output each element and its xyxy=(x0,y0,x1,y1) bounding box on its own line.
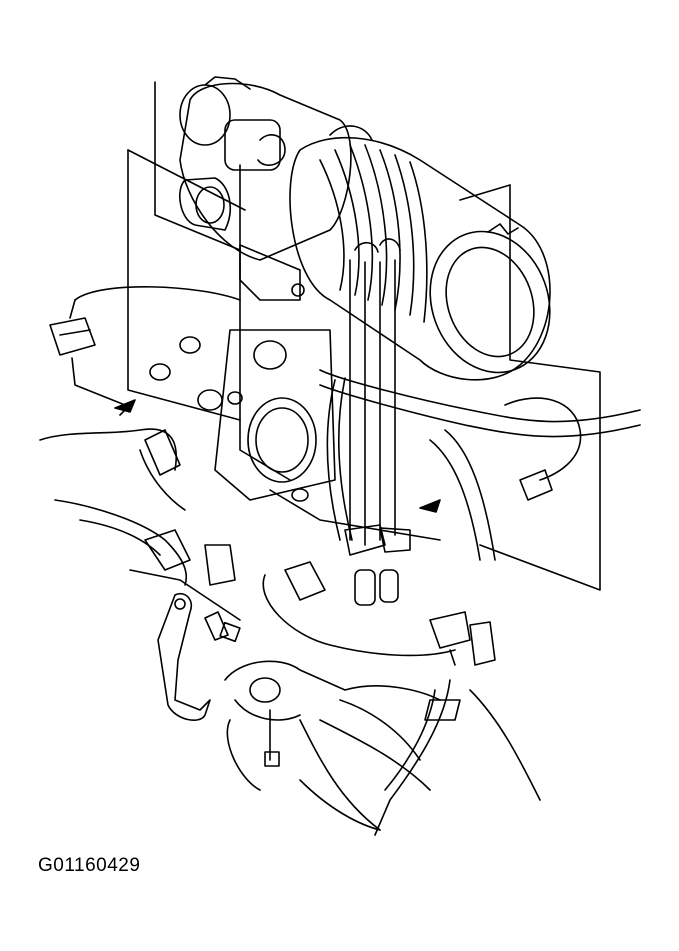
bracket xyxy=(158,594,210,721)
lower-connector xyxy=(263,562,495,665)
figure-code: G01160429 xyxy=(38,855,141,876)
engine-block xyxy=(225,661,540,835)
throttle-body xyxy=(180,77,372,300)
lower-hoses xyxy=(40,405,240,620)
sensor-connector-left xyxy=(50,287,240,405)
flow-arrows xyxy=(115,400,440,512)
vacuum-hoses xyxy=(320,239,640,605)
bolt xyxy=(205,612,240,641)
air-intake-duct xyxy=(290,138,569,390)
gasket-flange xyxy=(150,330,335,501)
